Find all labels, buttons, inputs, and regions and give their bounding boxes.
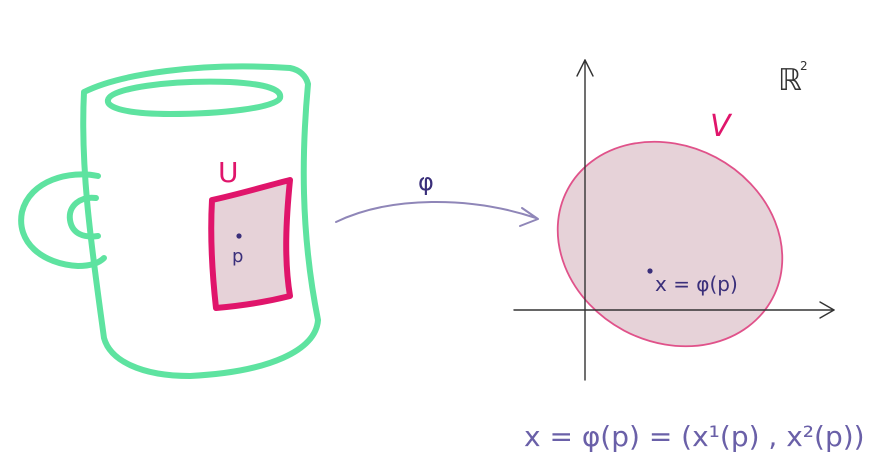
curved-arrow-icon	[335, 200, 539, 227]
open-set-u-region	[208, 177, 293, 311]
image-set-v-label: V	[710, 109, 733, 144]
image-set-v-region	[556, 140, 784, 348]
mug-handle-inner	[66, 194, 101, 240]
coordinate-formula: x = φ(p) = (x¹(p) , x²(p))	[524, 420, 865, 453]
image-point-label: x = φ(p)	[655, 272, 738, 296]
space-r2-label: ℝ	[778, 63, 802, 98]
y-axis-arrowhead	[576, 59, 594, 77]
mug-body	[80, 63, 321, 379]
map-phi-label: φ	[418, 168, 434, 196]
image-point-dot	[647, 268, 653, 274]
mug-rim	[105, 78, 284, 117]
x-axis-arrowhead	[819, 301, 835, 319]
space-dimension-label: 2	[800, 59, 808, 73]
open-set-u-label: U	[218, 156, 239, 189]
point-p-label: p	[232, 246, 243, 267]
point-p-dot	[236, 233, 242, 239]
coordinate-axes	[513, 59, 835, 381]
mug-drawing-icon	[18, 63, 321, 379]
